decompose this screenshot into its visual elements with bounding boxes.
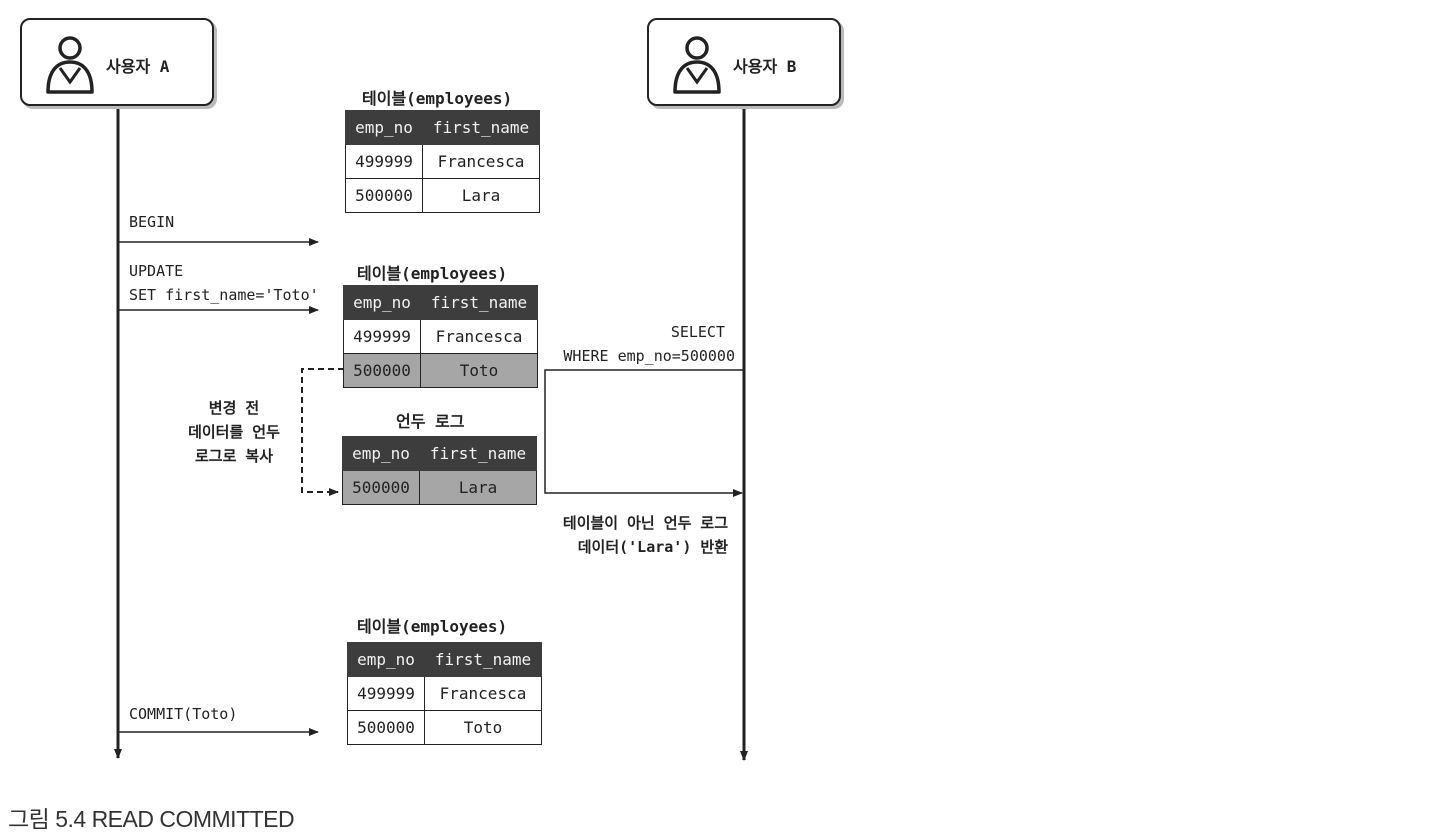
cell: Francesca [424,676,542,711]
return-note-line1: 테이블이 아닌 언두 로그 [562,514,728,532]
return-note-line2: 데이터('Lara') 반환 [577,538,728,556]
actor-user-a: 사용자 A [20,18,214,106]
cell: Lara [419,470,537,505]
user-icon [673,36,721,94]
copy-to-undo-arrow [301,368,344,496]
copy-note-line2: 데이터를 언두 [188,423,280,441]
cell: Francesca [422,144,540,179]
copy-note-line3: 로그로 복사 [194,447,274,465]
copy-note-line1: 변경 전 [208,399,260,417]
actor-label: 사용자 B [733,57,797,76]
cell: Francesca [420,319,538,354]
cell: Toto [420,353,538,388]
update-label-line2: SET first_name='Toto' [129,286,319,304]
table-title: 테이블(employees) [357,264,508,283]
column-header: emp_no [345,110,423,145]
figure-caption: 그림 5.4 READ COMMITTED [8,806,295,832]
table-title: 테이블(employees) [362,89,513,108]
select-label-line2: WHERE emp_no=500000 [563,347,735,365]
column-header: emp_no [347,642,425,677]
cell: 500000 [345,178,423,213]
cell: Toto [424,710,542,745]
select-undo-read-path [544,369,744,497]
column-header: first_name [420,285,538,320]
column-header: emp_no [343,285,421,320]
actor-user-b: 사용자 B [647,18,841,106]
commit-label: COMMIT(Toto) [129,705,238,723]
cell: 499999 [347,676,425,711]
user-icon [46,36,94,94]
cell: 499999 [343,319,421,354]
undo-log-title: 언두 로그 [396,412,465,431]
begin-label: BEGIN [129,213,175,231]
select-label-line1: SELECT [670,323,725,341]
table-title: 테이블(employees) [357,617,508,636]
cell: 500000 [343,353,421,388]
column-header: emp_no [342,436,420,471]
cell: 500000 [347,710,425,745]
update-label-line1: UPDATE [129,262,184,280]
column-header: first_name [419,436,537,471]
cell: 499999 [345,144,423,179]
cell: 500000 [342,470,420,505]
column-header: first_name [422,110,540,145]
cell: Lara [422,178,540,213]
actor-label: 사용자 A [106,57,170,76]
column-header: first_name [424,642,542,677]
